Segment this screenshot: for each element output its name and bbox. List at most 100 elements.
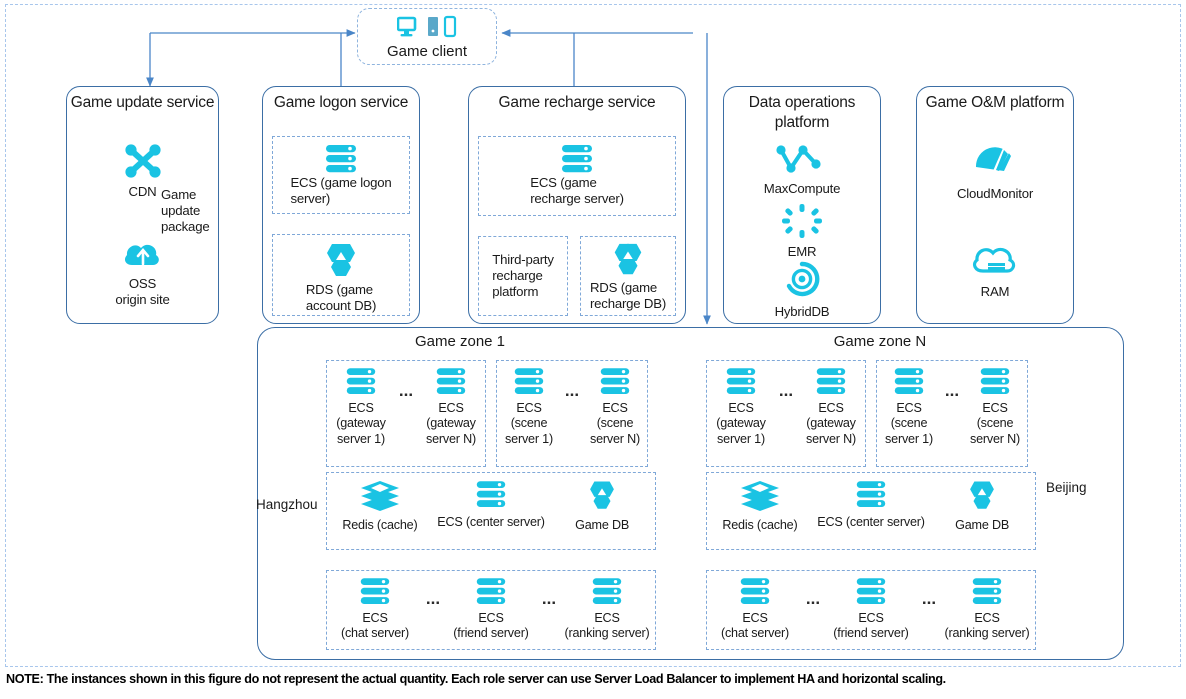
box-ecs-game-logon[interactable]: ECS (game logon server) bbox=[272, 136, 410, 214]
zone1-game-db[interactable]: Game DB bbox=[549, 479, 655, 549]
label-zonen-gateway-n: ECS (gateway server N) bbox=[806, 401, 856, 446]
node-label-ram: RAM bbox=[980, 284, 1010, 299]
label-zone1-center: ECS (center server) bbox=[437, 515, 545, 529]
label-zone1-scene-n: ECS (scene server N) bbox=[590, 401, 640, 446]
ecs-server-icon bbox=[436, 368, 466, 395]
card-title-game-om: Game O&M platform bbox=[925, 94, 1065, 111]
ram-cloud-icon bbox=[972, 247, 1016, 273]
zone1-scene-ellipsis: ... bbox=[564, 381, 580, 400]
ecs-server-icon bbox=[972, 578, 1002, 605]
label-zonen-ranking: ECS (ranking server) bbox=[944, 611, 1030, 641]
zone1-gateway-server-n[interactable]: ECS (gateway server N) bbox=[417, 367, 485, 447]
zonen-scene-server-1[interactable]: ECS (scene server 1) bbox=[877, 367, 941, 447]
node-label-rds-recharge: RDS (game recharge DB) bbox=[589, 280, 667, 312]
box-rds-game-account[interactable]: RDS (game account DB) bbox=[272, 234, 410, 316]
node-label-ecs-recharge: ECS (game recharge server) bbox=[530, 175, 624, 207]
card-data-operations-platform[interactable]: Data operations platform MaxCompute bbox=[723, 86, 881, 324]
label-zone1-scene-1: ECS (scene server 1) bbox=[505, 401, 553, 446]
label-zone1-ranking: ECS (ranking server) bbox=[564, 611, 650, 641]
node-label-third-party: Third-party recharge platform bbox=[492, 251, 554, 300]
card-title-game-logon: Game logon service bbox=[273, 94, 409, 111]
emr-icon bbox=[782, 204, 822, 238]
node-oss[interactable]: OSS origin site bbox=[67, 235, 218, 308]
ecs-server-icon bbox=[476, 481, 506, 508]
zone1-scene-server-1[interactable]: ECS (scene server 1) bbox=[497, 367, 561, 447]
zonen-chat-server[interactable]: ECS (chat server) bbox=[707, 577, 803, 642]
card-game-om-platform[interactable]: Game O&M platform CloudMonitor RAM bbox=[916, 86, 1074, 324]
ecs-server-icon bbox=[346, 368, 376, 395]
redis-icon bbox=[740, 481, 779, 511]
zonen-game-db[interactable]: Game DB bbox=[929, 479, 1035, 549]
redis-icon bbox=[360, 481, 399, 511]
zone1-service-ellipsis-2: ... bbox=[541, 589, 557, 608]
box-zone1-scene-group[interactable]: ECS (scene server 1) ... ECS (scene serv… bbox=[496, 360, 648, 467]
node-ram[interactable]: RAM bbox=[917, 239, 1073, 300]
ecs-server-icon bbox=[360, 578, 390, 605]
zone1-center-server[interactable]: ECS (center server) bbox=[433, 479, 549, 549]
node-cloudmonitor[interactable]: CloudMonitor bbox=[917, 145, 1073, 202]
node-label-maxcompute: MaxCompute bbox=[763, 181, 841, 196]
label-zonen-redis: Redis (cache) bbox=[722, 518, 798, 532]
node-cdn[interactable]: CDN bbox=[67, 143, 218, 200]
box-zonen-gateway-group[interactable]: ECS (gateway server 1) ... ECS (gateway … bbox=[706, 360, 866, 467]
box-third-party-recharge[interactable]: Third-party recharge platform bbox=[478, 236, 568, 316]
box-zonen-center-row[interactable]: Redis (cache) ECS (center server) Game D… bbox=[706, 472, 1036, 550]
cloudmonitor-icon bbox=[975, 147, 1011, 173]
ecs-server-icon bbox=[562, 145, 592, 173]
node-label-ecs-logon: ECS (game logon server) bbox=[290, 175, 392, 207]
region-label-hangzhou: Hangzhou bbox=[256, 497, 318, 512]
desktop-tower-icon bbox=[428, 17, 438, 36]
label-zonen-scene-n: ECS (scene server N) bbox=[970, 401, 1020, 446]
box-zone1-center-row[interactable]: Redis (cache) ECS (center server) Game D… bbox=[326, 472, 656, 550]
ecs-server-icon bbox=[740, 578, 770, 605]
zone1-gateway-server-1[interactable]: ECS (gateway server 1) bbox=[327, 367, 395, 447]
box-rds-game-recharge[interactable]: RDS (game recharge DB) bbox=[580, 236, 676, 316]
box-zonen-service-row[interactable]: ECS (chat server) ... ECS (friend server… bbox=[706, 570, 1036, 650]
zone-title-n: Game zone N bbox=[833, 333, 927, 350]
card-title-data-ops: Data operations platform bbox=[748, 94, 856, 131]
zonen-scene-server-n[interactable]: ECS (scene server N) bbox=[963, 367, 1027, 447]
game-client-box[interactable]: Game client bbox=[357, 8, 497, 65]
box-zonen-scene-group[interactable]: ECS (scene server 1) ... ECS (scene serv… bbox=[876, 360, 1028, 467]
zonen-service-ellipsis-2: ... bbox=[921, 589, 937, 608]
label-zone1-friend: ECS (friend server) bbox=[453, 611, 529, 641]
ecs-server-icon bbox=[592, 578, 622, 605]
zonen-friend-server[interactable]: ECS (friend server) bbox=[823, 577, 919, 642]
box-ecs-game-recharge[interactable]: ECS (game recharge server) bbox=[478, 136, 676, 216]
ecs-server-icon bbox=[894, 368, 924, 395]
hybriddb-icon bbox=[786, 261, 820, 297]
rds-icon bbox=[614, 243, 642, 275]
zone1-redis[interactable]: Redis (cache) bbox=[327, 479, 433, 549]
ecs-server-icon bbox=[816, 368, 846, 395]
edge-label-update-package: Game update package bbox=[161, 187, 221, 235]
zonen-scene-ellipsis: ... bbox=[944, 381, 960, 400]
card-game-update-service[interactable]: Game update service CDN Game update pack… bbox=[66, 86, 219, 324]
client-icons bbox=[358, 13, 496, 43]
label-zonen-chat: ECS (chat server) bbox=[720, 611, 790, 641]
node-hybriddb[interactable]: HybridDB bbox=[724, 261, 880, 320]
zone1-ranking-server[interactable]: ECS (ranking server) bbox=[559, 577, 655, 642]
box-zone1-gateway-group[interactable]: ECS (gateway server 1) ... ECS (gateway … bbox=[326, 360, 486, 467]
zonen-redis[interactable]: Redis (cache) bbox=[707, 479, 813, 549]
zonen-center-server[interactable]: ECS (center server) bbox=[813, 479, 929, 549]
ecs-server-icon bbox=[726, 368, 756, 395]
zone1-friend-server[interactable]: ECS (friend server) bbox=[443, 577, 539, 642]
edge-label-text: Game update package bbox=[161, 187, 210, 235]
zonen-gateway-server-n[interactable]: ECS (gateway server N) bbox=[797, 367, 865, 447]
zonen-gateway-server-1[interactable]: ECS (gateway server 1) bbox=[707, 367, 775, 447]
zone1-scene-server-n[interactable]: ECS (scene server N) bbox=[583, 367, 647, 447]
label-zonen-scene-1: ECS (scene server 1) bbox=[885, 401, 933, 446]
zonen-ranking-server[interactable]: ECS (ranking server) bbox=[939, 577, 1035, 642]
node-maxcompute[interactable]: MaxCompute bbox=[724, 142, 880, 197]
mobile-phone-icon bbox=[443, 15, 457, 38]
rds-icon bbox=[327, 244, 355, 276]
zonen-service-ellipsis-1: ... bbox=[805, 589, 821, 608]
ecs-server-icon bbox=[514, 368, 544, 395]
box-zone1-service-row[interactable]: ECS (chat server) ... ECS (friend server… bbox=[326, 570, 656, 650]
oss-icon bbox=[124, 244, 159, 266]
card-title-game-recharge: Game recharge service bbox=[498, 94, 656, 111]
zone1-chat-server[interactable]: ECS (chat server) bbox=[327, 577, 423, 642]
node-emr[interactable]: EMR bbox=[724, 203, 880, 260]
zonen-gateway-ellipsis: ... bbox=[778, 381, 794, 400]
cdn-icon bbox=[124, 144, 161, 178]
